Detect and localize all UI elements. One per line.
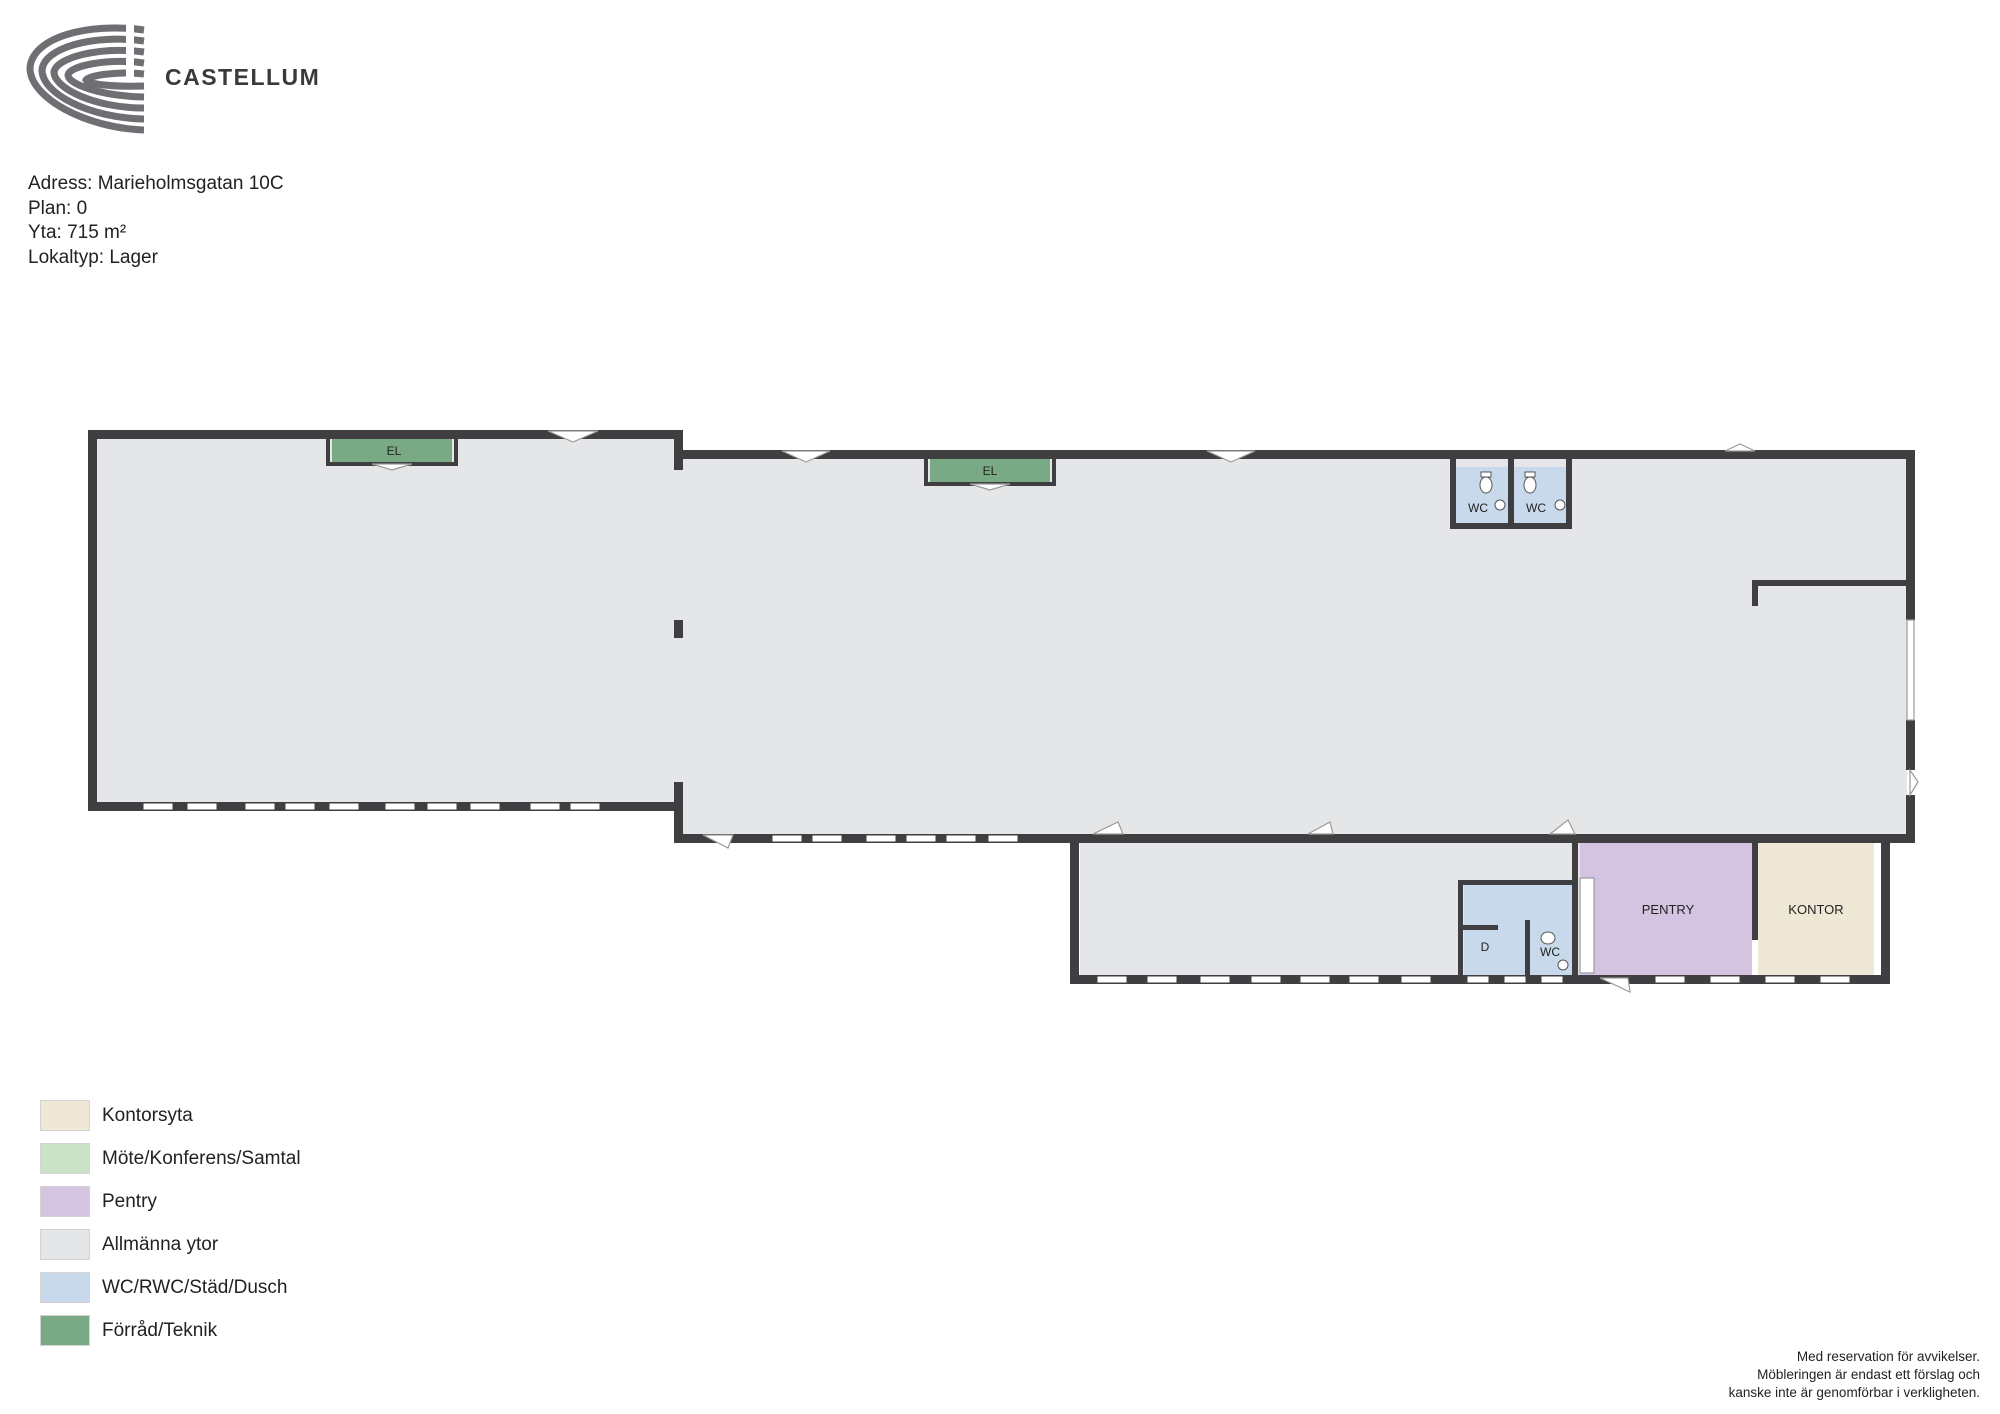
legend-item-forrad: Förråd/Teknik <box>40 1309 301 1352</box>
castellum-logo: CASTELLUM <box>26 24 366 144</box>
legend-item-mote: Möte/Konferens/Samtal <box>40 1137 301 1180</box>
area-text: Yta: 715 m² <box>28 222 127 243</box>
legend-label: Pentry <box>102 1190 157 1212</box>
common-area-floor <box>95 437 1907 977</box>
windows <box>142 802 1851 984</box>
disclaimer: Med reservation för avvikelser. Möblerin… <box>1729 1348 1980 1402</box>
legend: Kontorsyta Möte/Konferens/Samtal Pentry … <box>40 1094 301 1352</box>
disclaimer-line: Möbleringen är endast ett förslag och <box>1757 1367 1980 1382</box>
legend-swatch <box>40 1315 90 1346</box>
legend-label: Möte/Konferens/Samtal <box>102 1147 301 1169</box>
wc-label-3: WC <box>1540 945 1560 959</box>
legend-swatch <box>40 1100 90 1131</box>
legend-item-kontorsyta: Kontorsyta <box>40 1094 301 1137</box>
pentry-room <box>1580 840 1752 977</box>
el-label-2: EL <box>983 464 998 478</box>
kontor-label: KONTOR <box>1788 902 1843 917</box>
legend-swatch <box>40 1186 90 1217</box>
legend-swatch <box>40 1229 90 1260</box>
address-text: Adress: Marieholmsgatan 10C <box>28 173 284 194</box>
brand-name: CASTELLUM <box>165 64 321 90</box>
castellum-logo-mark <box>26 24 145 134</box>
doors <box>371 430 1919 994</box>
legend-label: Kontorsyta <box>102 1104 193 1126</box>
el-label-1: EL <box>387 444 402 458</box>
legend-item-allmanna-ytor: Allmänna ytor <box>40 1223 301 1266</box>
legend-swatch <box>40 1272 90 1303</box>
legend-label: WC/RWC/Städ/Dusch <box>102 1276 288 1298</box>
legend-label: Förråd/Teknik <box>102 1319 218 1341</box>
kontor-room <box>1758 840 1874 977</box>
el-room-1 <box>332 437 452 462</box>
disclaimer-line: kanske inte är genomförbar i verklighete… <box>1728 1385 1980 1400</box>
pentry-label: PENTRY <box>1642 902 1695 917</box>
legend-item-pentry: Pentry <box>40 1180 301 1223</box>
legend-label: Allmänna ytor <box>102 1233 219 1255</box>
disclaimer-line: Med reservation för avvikelser. <box>1796 1349 1980 1364</box>
wc-room-2 <box>1514 467 1566 523</box>
shower-label: D <box>1481 940 1490 954</box>
el-room-2 <box>930 457 1050 482</box>
wc-label-1: WC <box>1468 501 1488 515</box>
premises-type-text: Lokaltyp: Lager <box>28 246 158 268</box>
legend-item-wc: WC/RWC/Städ/Dusch <box>40 1266 301 1309</box>
property-info: Adress: Marieholmsgatan 10C Plan: 0 Yta:… <box>28 172 284 270</box>
plan-text: Plan: 0 <box>28 197 88 219</box>
sanitary-fixtures <box>1479 471 1569 971</box>
legend-swatch <box>40 1143 90 1174</box>
wet-room-block <box>1464 885 1574 977</box>
wc-label-2: WC <box>1526 501 1546 515</box>
